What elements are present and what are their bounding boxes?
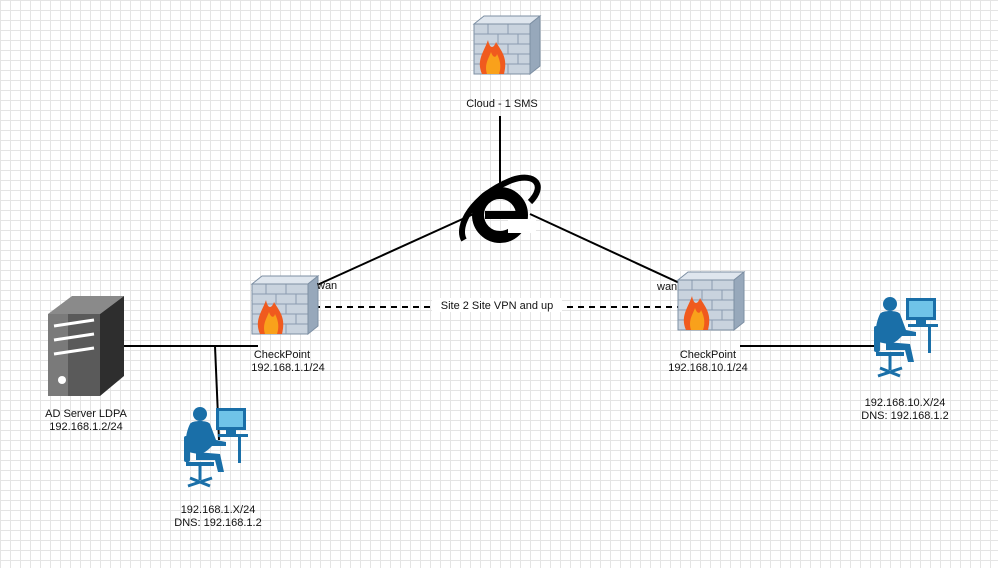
vpn-label: Site 2 Site VPN and up — [441, 300, 554, 312]
wan-label-left: wan — [316, 280, 337, 292]
server-icon — [48, 296, 124, 396]
checkpoint-left-ip: 192.168.1.1/24 — [251, 362, 324, 374]
user-left-dns: DNS: 192.168.1.2 — [174, 517, 261, 529]
user-icon — [872, 295, 940, 378]
ad-server-node[interactable]: AD Server LDPA 192.168.1.2/24 — [45, 296, 128, 433]
checkpoint-right-name: CheckPoint — [680, 349, 736, 361]
checkpoint-right-ip: 192.168.10.1/24 — [668, 362, 748, 374]
checkpoint-right-node[interactable]: wan CheckPoint 192.168.10.1/24 — [656, 271, 748, 374]
internet-node[interactable] — [459, 174, 541, 243]
ad-server-ip: 192.168.1.2/24 — [49, 421, 122, 433]
wan-label-right: wan — [656, 281, 677, 293]
firewall-icon — [677, 271, 745, 331]
user-right-dns: DNS: 192.168.1.2 — [861, 410, 948, 422]
cloud-sms-label: Cloud - 1 SMS — [466, 98, 538, 110]
internet-explorer-icon — [459, 174, 541, 243]
firewall-icon — [251, 275, 319, 335]
checkpoint-left-name: CheckPoint — [254, 349, 310, 361]
connection-lines — [124, 116, 878, 441]
cloud-sms-node[interactable]: Cloud - 1 SMS — [466, 15, 541, 110]
user-right-ip: 192.168.10.X/24 — [865, 397, 946, 409]
user-left-node[interactable]: 192.168.1.X/24 DNS: 192.168.1.2 — [174, 405, 262, 529]
firewall-icon — [473, 15, 541, 75]
checkpoint-left-node[interactable]: wan CheckPoint 192.168.1.1/24 — [251, 275, 337, 374]
user-left-ip: 192.168.1.X/24 — [181, 504, 256, 516]
user-right-node[interactable]: 192.168.10.X/24 DNS: 192.168.1.2 — [861, 295, 949, 422]
vpn-label-bg — [432, 298, 562, 312]
ad-server-name: AD Server LDPA — [45, 408, 127, 420]
user-icon — [182, 405, 250, 488]
